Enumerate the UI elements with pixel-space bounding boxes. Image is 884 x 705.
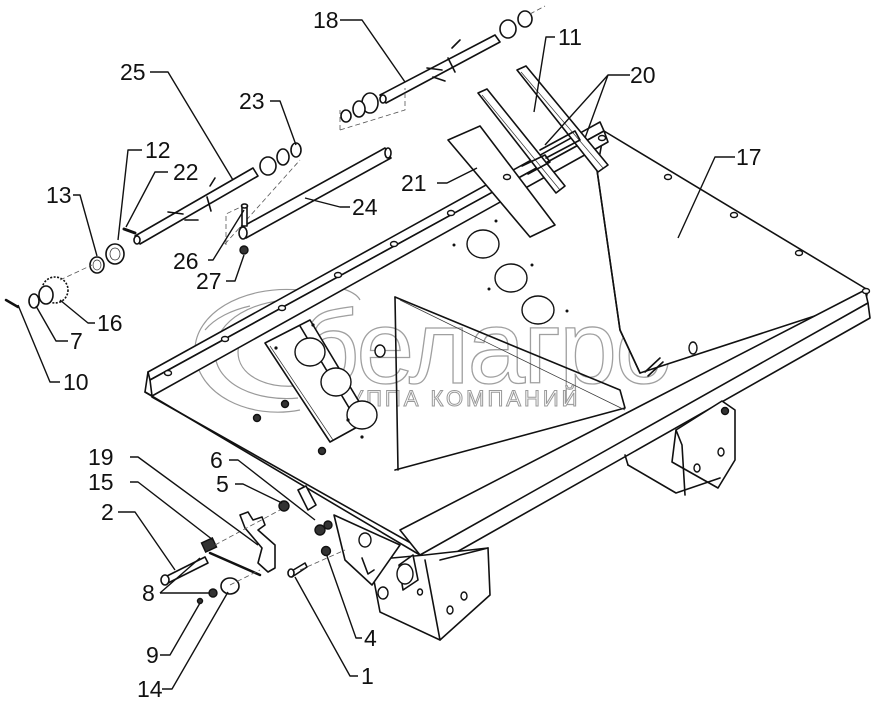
callout-1: 1 [361, 663, 374, 689]
watermark: белагро ГРУППА КОМПАНИЙ [194, 284, 674, 413]
callout-13: 13 [46, 182, 72, 208]
callout-14: 14 [137, 676, 163, 702]
small-parts-left [4, 203, 249, 309]
callout-19: 19 [88, 444, 114, 470]
callout-21: 21 [401, 170, 427, 196]
callout-8: 8 [142, 580, 155, 606]
callout-12: 12 [145, 137, 171, 163]
callout-26: 26 [173, 248, 199, 274]
callout-15: 15 [88, 469, 114, 495]
shaft-18 [339, 5, 546, 131]
callout-5: 5 [216, 471, 229, 497]
callout-7: 7 [70, 328, 83, 354]
callout-17: 17 [736, 144, 762, 170]
callout-23: 23 [239, 88, 265, 114]
leader-lines [17, 19, 735, 690]
callout-27: 27 [196, 268, 222, 294]
callout-4: 4 [364, 625, 377, 651]
frame-17 [144, 65, 871, 641]
shaft-24 [225, 147, 392, 245]
lever-mechanism [160, 485, 346, 605]
callout-6: 6 [210, 447, 223, 473]
callout-18: 18 [313, 7, 339, 33]
callout-16: 16 [97, 310, 123, 336]
callout-22: 22 [173, 159, 199, 185]
callout-9: 9 [146, 642, 159, 668]
callout-10: 10 [63, 369, 89, 395]
callout-11: 11 [558, 24, 582, 50]
callout-2: 2 [101, 499, 114, 525]
watermark-brand: белагро [300, 290, 671, 406]
callout-25: 25 [120, 59, 146, 85]
callout-20: 20 [630, 62, 656, 88]
callout-24: 24 [352, 194, 378, 220]
shaft-25 [133, 142, 302, 245]
